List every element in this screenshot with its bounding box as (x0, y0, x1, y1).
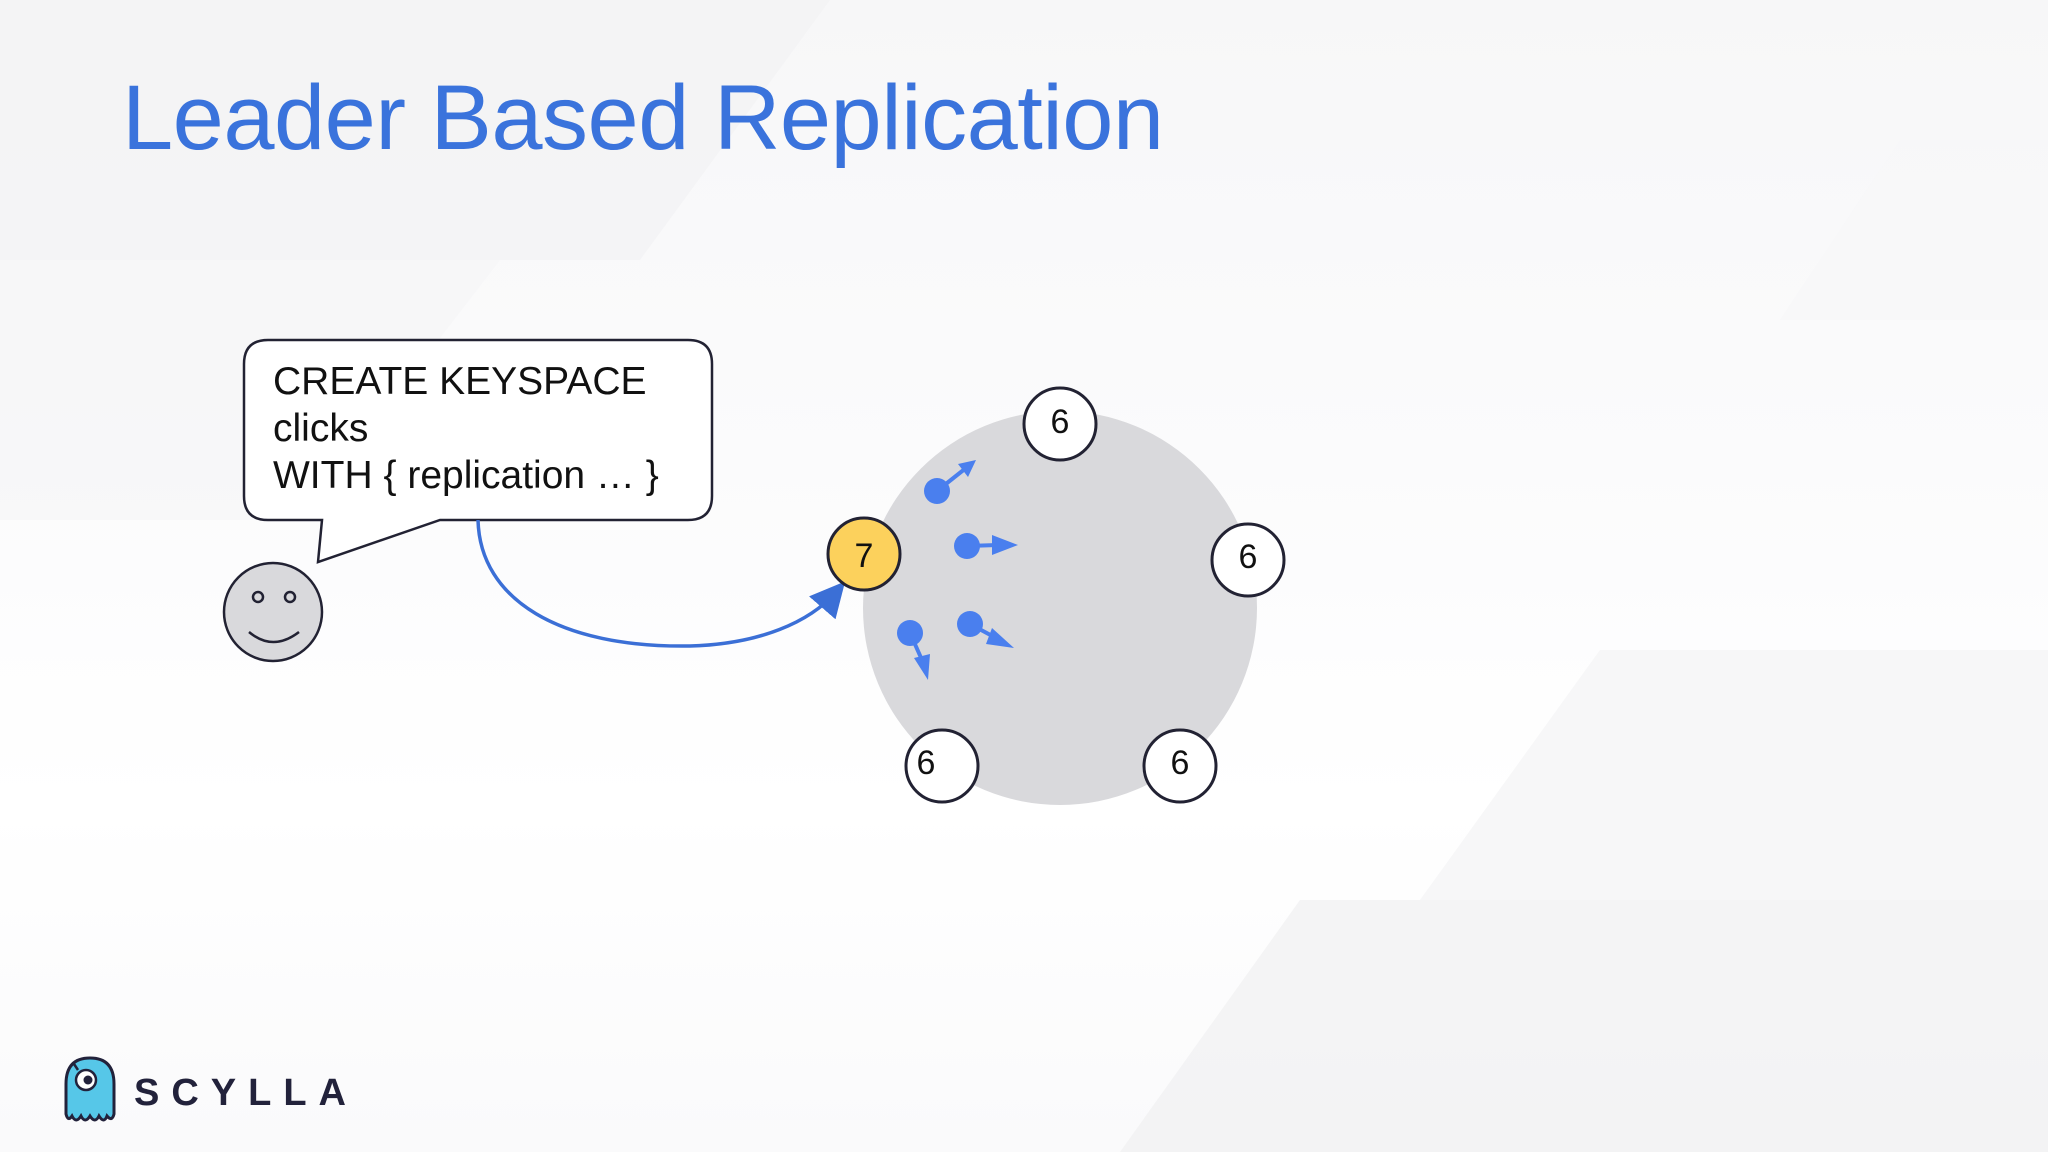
replication-message (957, 611, 1014, 648)
replica-node-label: 6 (917, 744, 936, 782)
replica-node-top: 6 (1022, 386, 1098, 462)
bubble-line: CREATE KEYSPACE (273, 360, 647, 403)
speech-bubble (242, 338, 714, 564)
leader-node-label: 7 (855, 537, 874, 575)
replica-node-label: 6 (1051, 403, 1070, 441)
request-arrow (476, 519, 846, 648)
smiley-face-icon (222, 561, 324, 663)
replica-node-bottom-right: 6 (1142, 728, 1218, 804)
brand-name: SCYLLA (134, 1072, 358, 1114)
replication-message (924, 460, 976, 504)
cluster-ring (863, 411, 1257, 805)
bubble-line: clicks (273, 407, 369, 450)
scylla-mascot-icon (64, 1056, 116, 1122)
replication-message (897, 620, 930, 680)
replication-message (954, 533, 1018, 559)
slide-title: Leader Based Replication (122, 67, 1164, 169)
replica-node-bottom-left: 6 (904, 728, 980, 804)
replica-node-label: 6 (1171, 744, 1190, 782)
replica-node-right: 6 (1210, 522, 1286, 598)
leader-node: 7 (826, 516, 902, 592)
bubble-text: CREATE KEYSPACE clicks WITH { replicatio… (273, 358, 659, 499)
replica-node-label: 6 (1239, 538, 1258, 576)
bubble-line: WITH { replication … } (273, 454, 659, 497)
